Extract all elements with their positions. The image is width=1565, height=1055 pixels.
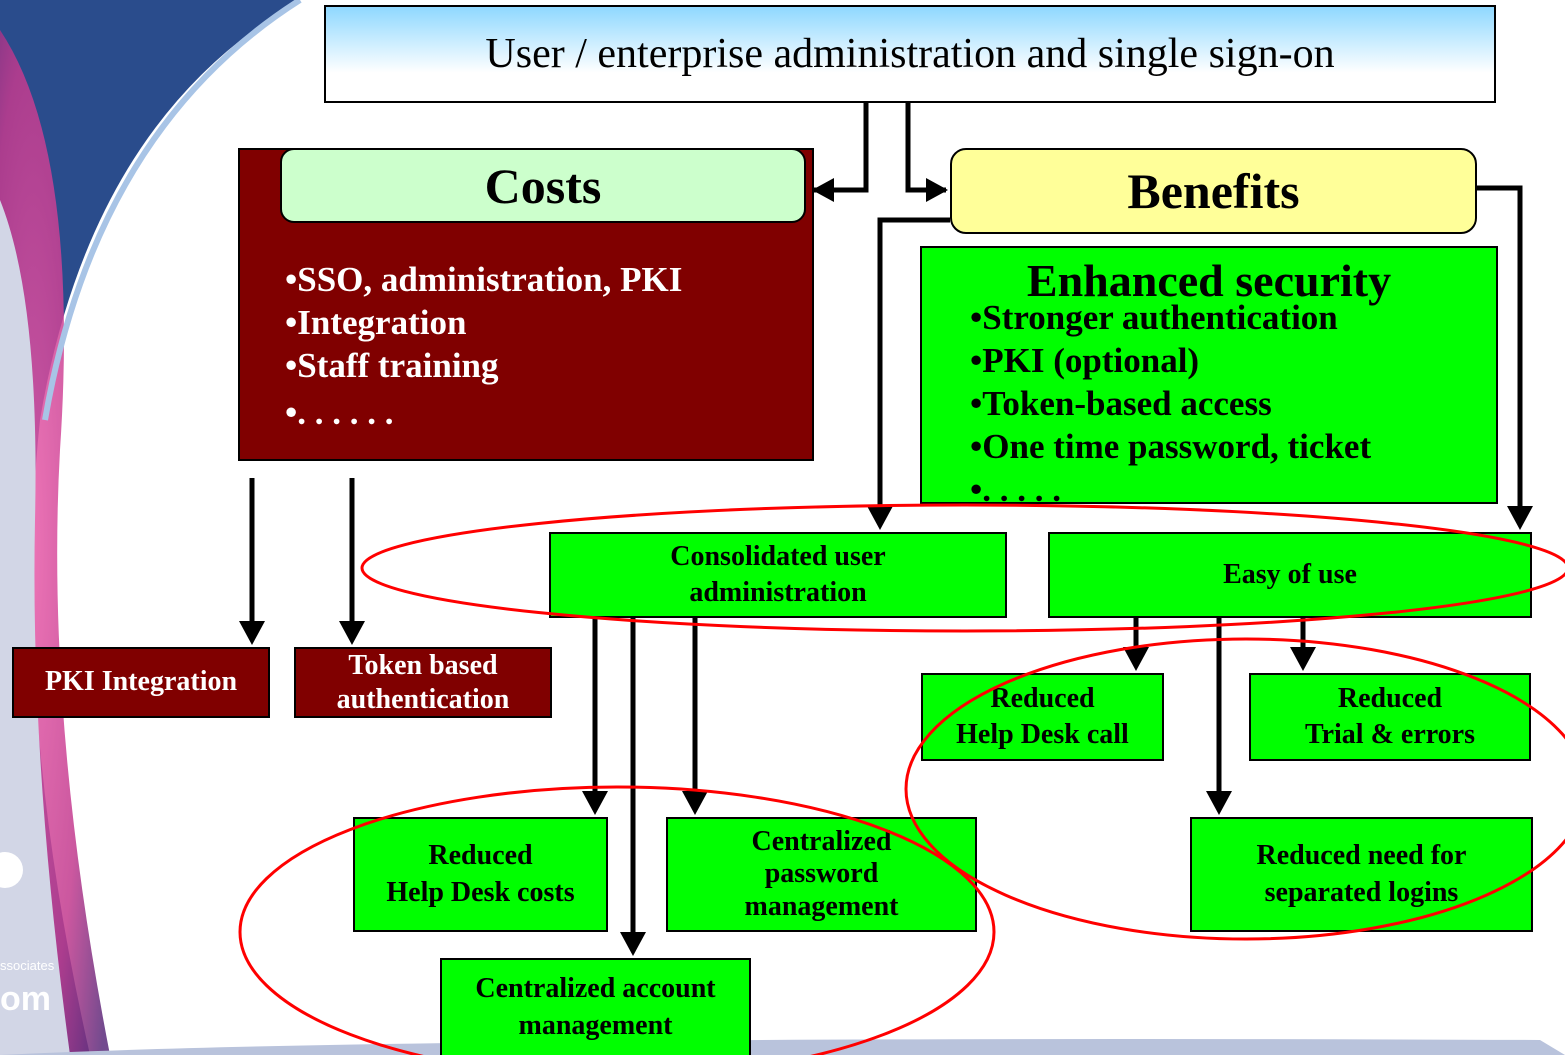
reduced-help-desk-call-label: Help Desk call xyxy=(956,719,1129,750)
reduced-separated-logins-label: separated logins xyxy=(1264,876,1459,908)
costs-bullet: •. . . . . . xyxy=(285,393,394,433)
logo-subtext: ssociates xyxy=(0,958,55,973)
pki-integration-box: PKI Integration xyxy=(12,647,270,718)
reduced-separated-logins-box: Reduced need for separated logins xyxy=(1190,817,1533,932)
benefits-title-box: Benefits xyxy=(950,148,1477,234)
reduced-help-desk-call-label: Reduced xyxy=(990,682,1095,714)
reduced-help-desk-costs-label: Reduced xyxy=(428,840,533,872)
token-auth-box: Token based authentication xyxy=(294,647,552,718)
centralized-account-label: Centralized account xyxy=(475,973,716,1005)
token-auth-label: Token based xyxy=(348,649,498,681)
token-auth-label: authentication xyxy=(336,683,510,715)
security-bullet: •PKI (optional) xyxy=(970,341,1200,381)
reduced-help-desk-costs-box: Reduced Help Desk costs xyxy=(353,817,608,932)
consolidated-admin-label: administration xyxy=(689,577,867,608)
reduced-trial-errors-label: Reduced xyxy=(1337,682,1443,714)
security-bullet: •One time password, ticket xyxy=(970,427,1372,467)
ease-of-use-box: Easy of use xyxy=(1048,532,1532,618)
security-bullet: •Token-based access xyxy=(970,384,1272,424)
header-title: User / enterprise administration and sin… xyxy=(485,31,1335,77)
security-title: Enhanced security xyxy=(1026,255,1392,306)
centralized-password-box: Centralized password management xyxy=(666,817,977,932)
centralized-account-label: management xyxy=(518,1009,673,1041)
security-bullet: •. . . . . xyxy=(970,470,1062,504)
logo-domain: om xyxy=(0,980,51,1018)
security-bullet: •Stronger authentication xyxy=(970,298,1338,337)
costs-bullet: •SSO, administration, PKI xyxy=(285,260,683,299)
costs-bullet: •Staff training xyxy=(285,346,499,386)
costs-title: Costs xyxy=(484,157,602,214)
costs-bullets: •SSO, administration, PKI •Integration •… xyxy=(285,258,682,434)
centralized-account-box: Centralized account management xyxy=(440,958,751,1055)
centralized-password-label: password xyxy=(764,858,879,890)
header-box: User / enterprise administration and sin… xyxy=(324,5,1496,103)
costs-title-box: Costs xyxy=(280,148,806,223)
security-box: Enhanced security •Stronger authenticati… xyxy=(920,246,1498,504)
reduced-help-desk-call-box: Reduced Help Desk call xyxy=(921,673,1164,761)
ease-of-use-label: Easy of use xyxy=(1223,558,1357,590)
pki-integration-label: PKI Integration xyxy=(44,666,238,698)
security-bullets: •Stronger authentication •PKI (optional)… xyxy=(970,296,1372,504)
costs-bullet: •Integration xyxy=(285,303,467,343)
reduced-help-desk-costs-label: Help Desk costs xyxy=(386,876,575,908)
centralized-password-label: Centralized xyxy=(751,826,892,858)
consolidated-admin-box: Consolidated user administration xyxy=(549,532,1007,618)
reduced-separated-logins-label: Reduced need for xyxy=(1256,840,1467,872)
centralized-password-label: management xyxy=(744,890,899,922)
benefits-title: Benefits xyxy=(1127,163,1300,219)
reduced-trial-errors-box: Reduced Trial & errors xyxy=(1249,673,1531,761)
consolidated-admin-label: Consolidated user xyxy=(670,540,886,572)
reduced-trial-errors-label: Trial & errors xyxy=(1304,719,1475,750)
logo-mark-icon xyxy=(0,852,23,888)
